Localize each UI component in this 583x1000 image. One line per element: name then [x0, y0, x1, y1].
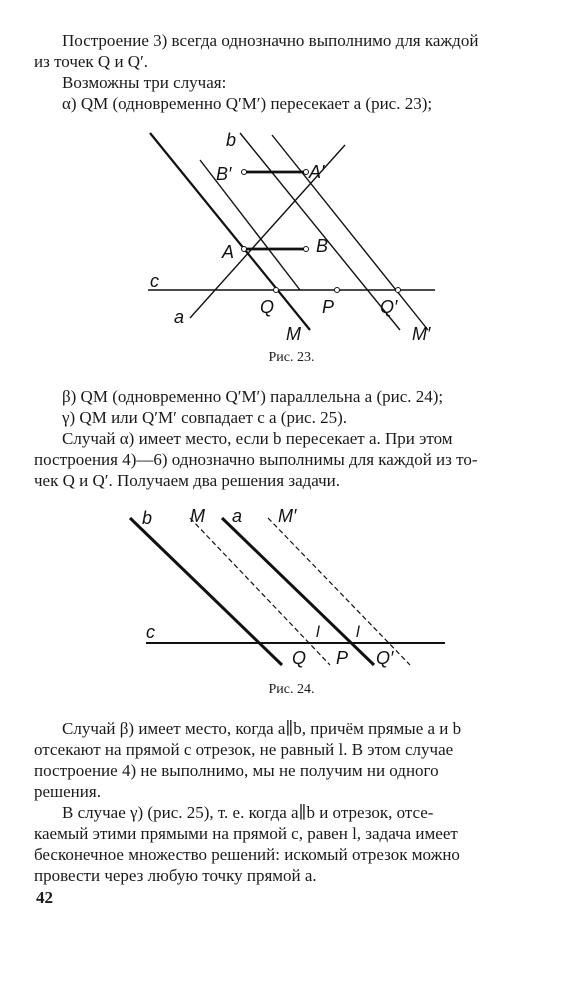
label-a: a — [232, 506, 242, 526]
point-A-prime — [303, 169, 309, 175]
text-line: β) QM (одновременно Q′M′) параллельна a … — [62, 387, 444, 406]
page-number: 42 — [36, 888, 53, 907]
point-B — [303, 246, 309, 252]
point-P — [334, 287, 340, 293]
line-Q-prime-M-prime — [271, 134, 429, 331]
figure-23: b B′ A′ A B c a Q P Q′ M M′ — [148, 130, 435, 344]
line-b — [149, 132, 311, 331]
text-line: Случай α) имеет место, если b пересекает… — [62, 429, 453, 448]
line-a — [220, 516, 376, 667]
line-parallel — [239, 132, 401, 331]
label-M: M — [190, 506, 205, 526]
line-a — [189, 144, 346, 319]
label-Q-prime: Q′ — [376, 648, 394, 668]
figure-24-caption: Рис. 24. — [268, 682, 315, 697]
label-P: P — [322, 297, 334, 317]
text-line: Случай β) имеет место, когда a∥b, причём… — [62, 719, 462, 738]
line-QM — [199, 159, 301, 291]
label-Q-prime: Q′ — [380, 297, 398, 317]
text-line: α) QM (одновременно Q′M′) пересекает a (… — [62, 94, 433, 113]
label-M-prime: M′ — [278, 506, 297, 526]
paragraph-case-gamma: В случае γ) (рис. 25), т. е. когда a∥b и… — [34, 802, 554, 886]
text-line: провести через любую точку прямой a. — [34, 866, 317, 885]
label-A: A — [221, 242, 234, 262]
label-l-right: l — [356, 624, 360, 641]
paragraph-case-beta: Случай β) имеет место, когда a∥b, причём… — [34, 718, 554, 802]
label-l-left: l — [316, 624, 320, 641]
figure-24: b M a M′ c l l Q P Q′ — [128, 506, 445, 668]
paragraph-cases-beta-gamma: β) QM (одновременно Q′M′) параллельна a … — [34, 386, 554, 428]
text-line: γ) QM или Q′M′ совпадает с a (рис. 25). — [62, 408, 348, 427]
label-P: P — [336, 648, 348, 668]
label-M: M — [286, 324, 301, 344]
text-line: из точек Q и Q′. — [34, 52, 149, 71]
label-B-prime: B′ — [216, 164, 232, 184]
text-line: Возможны три случая: — [62, 73, 227, 92]
paragraph-case-alpha: α) QM (одновременно Q′M′) пересекает a (… — [34, 93, 554, 114]
text-line: чек Q и Q′. Получаем два решения задачи. — [34, 471, 341, 490]
text-line: построение 4) не выполнимо, мы не получи… — [34, 761, 439, 780]
point-A — [241, 246, 247, 252]
text-line: каемый этими прямыми на прямой c, равен … — [34, 824, 458, 843]
label-c: c — [146, 622, 155, 642]
text-line: отсекают на прямой c отрезок, не равный … — [34, 740, 454, 759]
text-line: В случае γ) (рис. 25), т. е. когда a∥b и… — [62, 803, 434, 822]
label-Q: Q — [292, 648, 306, 668]
paragraph-case-alpha-discussion: Случай α) имеет место, если b пересекает… — [34, 428, 554, 491]
point-Q-prime — [395, 287, 401, 293]
line-b — [128, 516, 284, 667]
line-M-prime — [267, 517, 411, 666]
paragraph-construction-3: Построение 3) всегда однозначно выполним… — [34, 30, 554, 72]
figure-23-caption: Рис. 23. — [268, 350, 315, 365]
point-Q — [273, 287, 279, 293]
text-line: решения. — [34, 782, 101, 801]
label-M-prime: M′ — [412, 324, 431, 344]
label-B: B — [316, 236, 328, 256]
paragraph-three-cases: Возможны три случая: — [34, 72, 554, 93]
text-line: Построение 3) всегда однозначно выполним… — [62, 31, 479, 50]
label-A-prime: A′ — [308, 162, 325, 182]
label-b: b — [142, 508, 152, 528]
label-b: b — [226, 130, 236, 150]
line-M — [189, 517, 331, 666]
text-line: построения 4)—6) однозначно выполнимы дл… — [34, 450, 478, 469]
point-B-prime — [241, 169, 247, 175]
text-line: бесконечное множество решений: искомый о… — [34, 845, 460, 864]
label-Q: Q — [260, 297, 274, 317]
label-c: c — [150, 271, 159, 291]
label-a: a — [174, 307, 184, 327]
